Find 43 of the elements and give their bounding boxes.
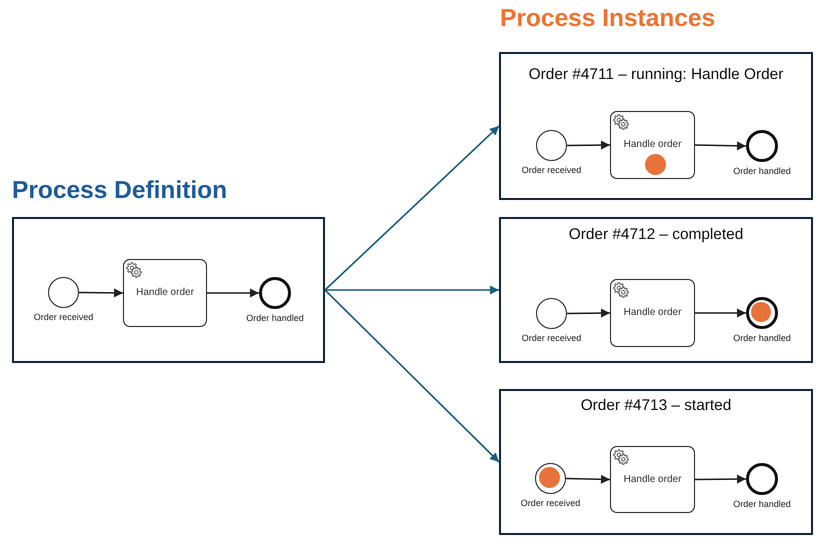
arrow: [325, 286, 499, 294]
event-label: Order handled: [733, 499, 791, 510]
event-label: Order handled: [733, 166, 791, 177]
section-heading: Process Instances: [500, 6, 716, 33]
start-event-circle: [48, 277, 79, 308]
event-label: Order received: [520, 498, 580, 509]
end-event-circle: [746, 130, 778, 162]
arrow: [79, 288, 123, 298]
event-label: Order received: [522, 333, 582, 344]
event-label: Order received: [522, 165, 582, 176]
arrow: [695, 474, 746, 484]
event-label: Order handled: [733, 333, 791, 344]
arrow: [567, 308, 610, 318]
event-label: Order received: [34, 312, 94, 323]
event-label: Order handled: [246, 313, 304, 324]
arrow: [566, 474, 610, 484]
task-label: Handle order: [136, 287, 194, 299]
arrow: [207, 288, 259, 298]
arrow: [324, 289, 500, 463]
arrow: [694, 141, 746, 150]
start-event-circle: [535, 463, 566, 494]
task-label: Handle order: [624, 139, 682, 151]
start-event-circle: [536, 298, 567, 329]
task-box: [610, 111, 695, 179]
task-label: Handle order: [624, 474, 682, 486]
end-event-circle: [259, 277, 291, 309]
arrow: [695, 308, 746, 318]
panel-title: Order #4711 – running: Handle Order: [528, 66, 784, 84]
end-event-circle: [746, 297, 778, 329]
panel-frame: [499, 389, 813, 535]
panel-title: Order #4712 – completed: [568, 226, 744, 244]
panel-frame: [499, 52, 813, 200]
task-box: [610, 446, 695, 513]
panel-frame: [499, 217, 813, 363]
section-heading: Process Definition: [12, 178, 228, 205]
panel-title: Order #4713 – started: [580, 397, 732, 416]
task-label: Handle order: [624, 307, 682, 319]
arrow: [324, 125, 500, 291]
start-event-circle: [536, 130, 567, 161]
task-box: [610, 279, 695, 347]
end-event-circle: [746, 463, 778, 495]
arrow: [567, 140, 610, 150]
task-box: [123, 259, 207, 327]
